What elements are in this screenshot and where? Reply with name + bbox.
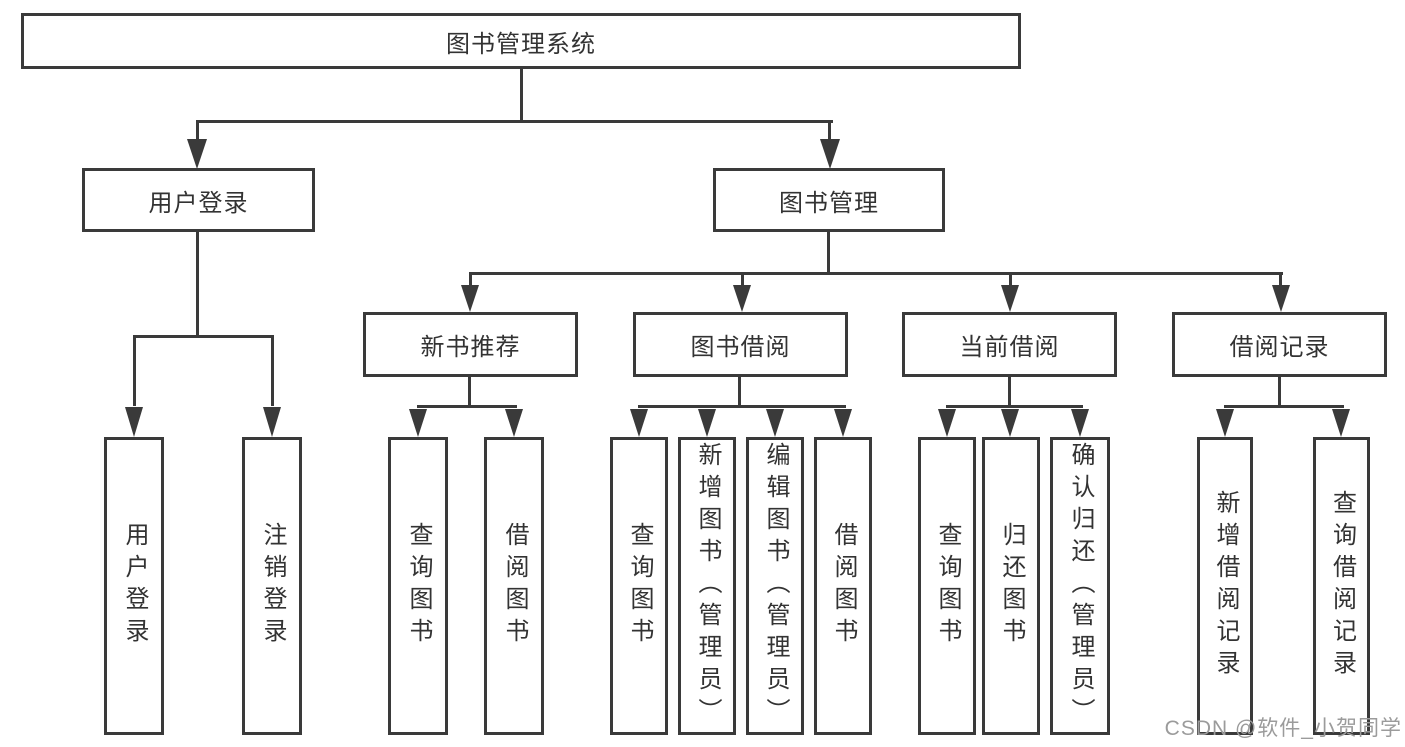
leaf-label: 注销登录 (259, 522, 286, 650)
node-label: 当前借阅 (959, 334, 1060, 361)
leaf-add-borrowing-record: 新增借阅记录 (1197, 437, 1253, 735)
connector-line (741, 275, 744, 287)
leaf-borrow-books: 借阅图书 (484, 437, 544, 735)
node-label: 图书管理 (779, 189, 879, 217)
leaf-label: 查询图书 (626, 522, 653, 650)
leaf-label: 用户登录 (121, 522, 148, 650)
connector-line (133, 338, 136, 406)
connector-line (827, 232, 830, 272)
leaf-borrow-books: 借阅图书 (814, 437, 872, 735)
arrow-down-icon (733, 285, 751, 312)
leaf-label: 归还图书 (998, 522, 1025, 650)
leaf-label: 新增借阅记录 (1212, 490, 1239, 682)
arrow-down-icon (461, 285, 479, 312)
leaf-confirm-return-admin: 确认归还（管理员） (1050, 437, 1110, 735)
node-borrowing-records: 借阅记录 (1172, 312, 1387, 377)
arrow-down-icon (187, 139, 207, 169)
leaf-query-books: 查询图书 (388, 437, 448, 735)
arrow-down-icon (630, 409, 648, 437)
connector-line (196, 120, 833, 123)
connector-line (469, 275, 472, 287)
arrow-down-icon (834, 409, 852, 437)
node-label: 借阅记录 (1229, 334, 1330, 361)
leaf-logout: 注销登录 (242, 437, 302, 735)
leaf-label: 查询图书 (934, 522, 961, 650)
node-label: 图书管理系统 (446, 30, 596, 58)
connector-line (1008, 377, 1011, 405)
connector-line (520, 69, 523, 120)
csdn-watermark: CSDN @软件_小贺同学 (1164, 717, 1402, 740)
connector-line (469, 272, 1283, 275)
leaf-query-borrowing-record: 查询借阅记录 (1313, 437, 1370, 735)
connector-line (1279, 275, 1282, 287)
node-book-borrowing: 图书借阅 (633, 312, 848, 377)
arrow-down-icon (505, 409, 523, 437)
arrow-down-icon (1071, 409, 1089, 437)
leaf-label: 新增图书（管理员） (694, 442, 721, 730)
connector-line (1278, 377, 1281, 405)
connector-line (946, 405, 1083, 408)
arrow-down-icon (938, 409, 956, 437)
node-current-borrowing: 当前借阅 (902, 312, 1117, 377)
node-user-login: 用户登录 (82, 168, 315, 232)
arrow-down-icon (698, 409, 716, 437)
arrow-down-icon (125, 407, 143, 437)
connector-line (271, 338, 274, 406)
connector-line (196, 123, 199, 140)
leaf-label: 借阅图书 (830, 522, 857, 650)
connector-line (828, 123, 831, 140)
connector-line (1009, 275, 1012, 287)
leaf-label: 编辑图书（管理员） (762, 442, 789, 730)
leaf-return-books: 归还图书 (982, 437, 1040, 735)
arrow-down-icon (1216, 409, 1234, 437)
connector-line (417, 405, 517, 408)
arrow-down-icon (263, 407, 281, 437)
node-label: 新书推荐 (420, 334, 521, 361)
node-book-management: 图书管理 (713, 168, 945, 232)
connector-line (1224, 405, 1344, 408)
arrow-down-icon (820, 139, 840, 169)
leaf-label: 确认归还（管理员） (1067, 442, 1094, 730)
arrow-down-icon (1332, 409, 1350, 437)
connector-line (738, 377, 741, 405)
connector-line (468, 377, 471, 405)
connector-line (638, 405, 846, 408)
arrow-down-icon (1001, 285, 1019, 312)
leaf-label: 借阅图书 (501, 522, 528, 650)
leaf-label: 查询借阅记录 (1328, 490, 1356, 682)
node-new-book-recommendation: 新书推荐 (363, 312, 578, 377)
connector-line (133, 335, 274, 338)
leaf-edit-book-admin: 编辑图书（管理员） (746, 437, 804, 735)
arrow-down-icon (1272, 285, 1290, 312)
arrow-down-icon (1001, 409, 1019, 437)
leaf-query-books: 查询图书 (610, 437, 668, 735)
leaf-user-login: 用户登录 (104, 437, 164, 735)
leaf-label: 查询图书 (405, 522, 432, 650)
node-label: 用户登录 (148, 189, 249, 217)
node-label: 图书借阅 (690, 334, 791, 361)
arrow-down-icon (766, 409, 784, 437)
arrow-down-icon (409, 409, 427, 437)
leaf-query-books: 查询图书 (918, 437, 976, 735)
node-library-management-system: 图书管理系统 (21, 13, 1021, 69)
leaf-add-book-admin: 新增图书（管理员） (678, 437, 736, 735)
connector-line (196, 232, 199, 335)
